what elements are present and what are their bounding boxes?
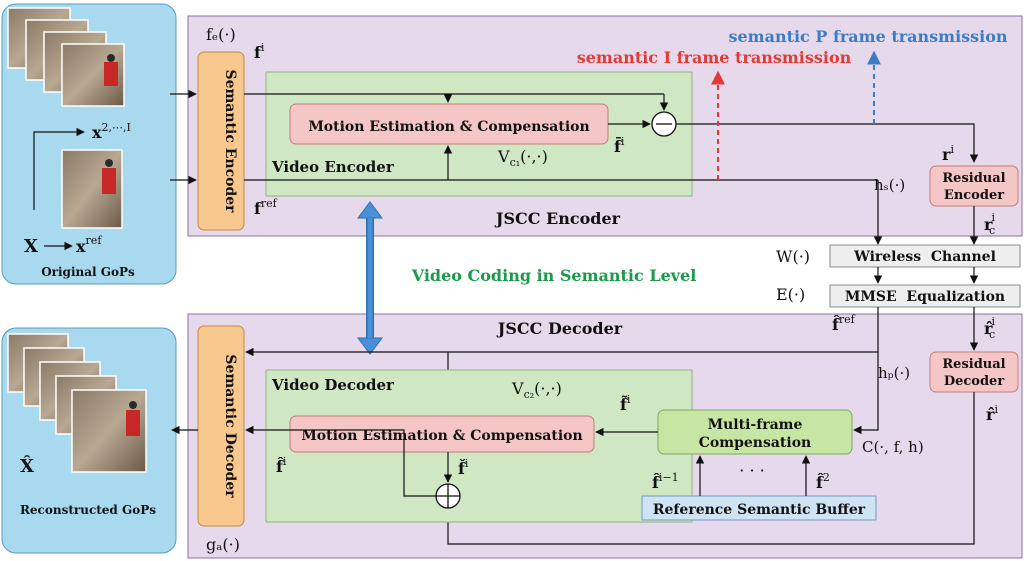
original-gops-caption: Original GoPs <box>41 265 135 279</box>
reference-buffer-label: Reference Semantic Buffer <box>653 502 866 518</box>
video-encoder-label: Video Encoder <box>271 158 395 176</box>
hs-label: hₛ(·) <box>874 176 905 194</box>
X-hat-symbol: X̂ <box>20 455 34 477</box>
C-function-label: C(·, f, h) <box>862 438 924 456</box>
residual-to-adder-line <box>443 392 975 545</box>
f2-label: f̂2 <box>816 471 830 492</box>
E-label: E(·) <box>776 285 805 304</box>
jscc-decoder-title: JSCC Decoder <box>496 319 623 338</box>
wireless-channel-box <box>829 244 1021 268</box>
semantic-level-label: Video Coding in Semantic Level <box>411 266 697 285</box>
fe-label: fₑ(·) <box>206 25 236 44</box>
residual-encoder-label-1: Residual <box>942 171 1005 186</box>
reference-frame <box>61 149 123 229</box>
semantic-encoder-label: Semantic Encoder <box>222 69 238 213</box>
x-branch-arrow <box>33 127 85 210</box>
multiframe-label-2: Compensation <box>699 435 811 451</box>
f-tilde-label: f̃i <box>620 393 631 414</box>
reconstructed-gops-caption: Reconstructed GoPs <box>20 503 156 517</box>
fref-label: fref <box>254 197 278 218</box>
semantic-encoder-box <box>197 51 245 231</box>
X-symbol: X <box>24 236 38 257</box>
fref-hat-to-multiframe-line <box>853 352 879 435</box>
multiframe-label-1: Multi-frame <box>708 417 803 433</box>
fbar-label: f̄i <box>614 135 625 156</box>
f-hat-label: f̂i <box>276 455 287 476</box>
W-label: W(·) <box>776 247 810 266</box>
decoder-motion-label: Motion Estimation & Compensation <box>301 428 582 444</box>
vc1-label: Vc₁(·,·) <box>497 147 548 169</box>
reconstructed-frame-stack <box>7 333 147 473</box>
mmse-label: MMSE Equalization <box>845 289 1005 305</box>
fref-hat-label: f̂ref <box>832 313 856 334</box>
ri-hat-label: r̂i <box>986 403 998 424</box>
original-frame-stack <box>7 7 125 107</box>
residual-decoder-label-2: Decoder <box>944 374 1004 389</box>
ga-label: gₐ(·) <box>206 535 240 554</box>
hp-label: hₚ(·) <box>878 364 910 382</box>
f-check-label: f̌i <box>458 457 469 478</box>
f-im1-label: f̂i−1 <box>652 471 679 492</box>
residual-encoder-label-2: Encoder <box>944 188 1004 203</box>
semantic-decoder-label: Semantic Decoder <box>222 354 238 498</box>
video-decoder-label: Video Decoder <box>271 376 395 394</box>
vc2-label: Vc₂(·,·) <box>511 379 562 401</box>
jscc-encoder-title: JSCC Encoder <box>494 209 621 228</box>
semantic-decoder-box <box>197 325 245 527</box>
reference-buffer-box <box>641 495 877 521</box>
mmse-box <box>829 284 1021 308</box>
i-frame-label: semantic I frame transmission <box>577 48 852 67</box>
encoder-motion-label: Motion Estimation & Compensation <box>308 119 589 135</box>
wireless-channel-label: Wireless Channel <box>853 249 996 265</box>
adder-to-decoder-line <box>245 425 436 497</box>
residual-decoder-label-1: Residual <box>942 357 1005 372</box>
x-ref-label: xref <box>76 234 102 256</box>
ri-label: ri <box>942 143 954 164</box>
ellipsis-label: · · · <box>739 461 764 480</box>
fi-label: fi <box>254 41 265 62</box>
p-frame-label: semantic P frame transmission <box>728 27 1007 46</box>
residual-to-encoder-line <box>676 123 979 163</box>
decoder-motion-box <box>289 415 595 453</box>
x-2-to-I-label: x2,⋯,I <box>92 121 131 142</box>
